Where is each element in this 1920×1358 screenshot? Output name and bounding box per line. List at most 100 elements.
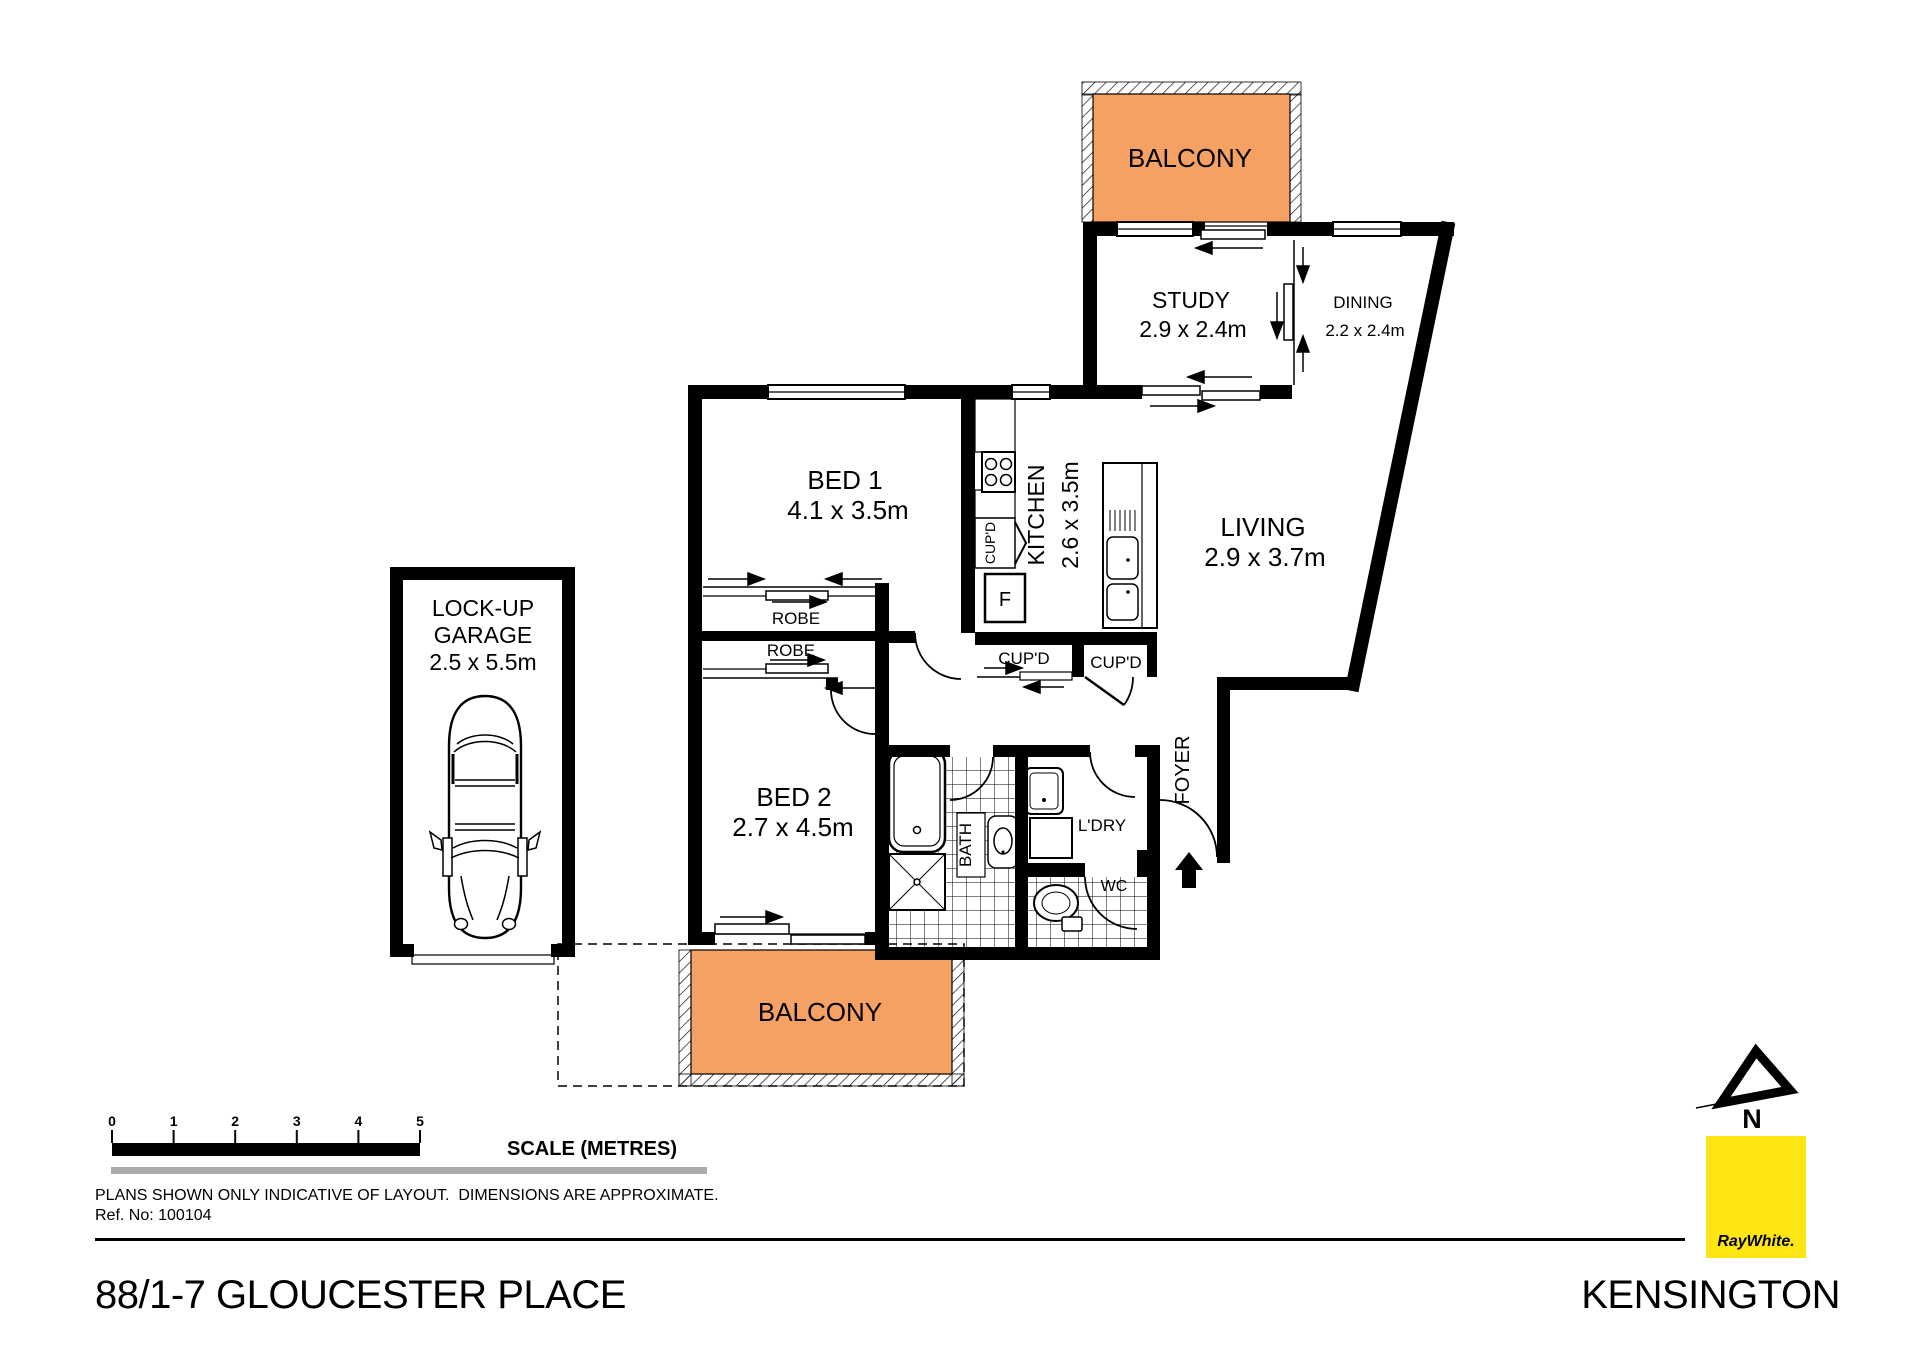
wall-segment [702,631,875,641]
fridge-box [983,572,1027,624]
door-arcs [830,632,1218,930]
bathtub-icon [887,748,947,854]
logo-yellow-square [1706,1136,1806,1258]
room-label-bath: BATH [956,823,975,867]
hatch-strip [678,1073,965,1087]
sliding-panel [1283,283,1294,341]
wall-segment [905,385,1012,399]
wall-segment [390,567,575,580]
arrow-down-icon [1269,292,1285,341]
sliding-panel [790,934,866,945]
wall-diagonal [1344,220,1456,693]
wall-segment [961,399,975,633]
disclaimer-text: PLANS SHOWN ONLY INDICATIVE OF LAYOUT. D… [95,1187,719,1204]
door-arc-bed1 [914,632,962,680]
room-dims-living: 2.9 x 3.7m [1204,542,1325,572]
wall-segment [875,947,1147,960]
wall-segment [390,944,414,957]
sliding-panel [765,663,829,674]
room-label-cupd2: CUP'D [1090,653,1141,672]
room-dims-kitchen: 2.6 x 3.5m [1057,461,1083,568]
property-suburb: KENSINGTON [1581,1273,1840,1317]
scale-tick-5: 5 [416,1113,424,1129]
room-label-wc: WC [1101,878,1128,895]
arrow-right-icon [984,660,1025,676]
stove-icon [974,398,1016,519]
balcony-top [1081,81,1302,223]
north-arrow-icon: N [1695,1043,1799,1134]
wall-segment [1147,645,1157,677]
room-label-kitchen: KITCHEN [1023,465,1049,566]
arrow-left-icon [1193,240,1263,256]
sliding-panel [1201,390,1261,401]
gray-divider-bar [111,1167,707,1174]
room-dims-dining: 2.2 x 2.4m [1325,321,1404,340]
room-labels: BALCONY STUDY 2.9 x 2.4m DINING 2.2 x 2.… [429,143,1404,1027]
hatch-strip [678,949,692,1087]
wall-segment [993,745,1090,757]
wall-segment [1222,677,1358,690]
room-label-cupd-kitchen: CUP'D [982,522,998,564]
scale-title: SCALE (METRES) [507,1138,677,1160]
wall-segment [390,567,403,957]
room-label-study: STUDY [1152,287,1230,313]
garage-dims: 2.5 x 5.5m [429,649,536,675]
shower-icon [888,853,946,911]
balcony-floor [690,949,953,1075]
door-arc-cupd2 [1084,675,1134,707]
door-arc-bed2 [830,689,876,735]
sliding-panel [1019,671,1073,681]
door-arc-entry [1159,799,1218,858]
wall-segment [889,745,950,757]
door-arc-laundry [1089,751,1136,798]
scale-bar-black [112,1143,420,1156]
bath-label: BATH [956,812,986,878]
sliding-panel [1200,229,1266,240]
window [767,384,906,400]
room-dims-bed1: 4.1 x 3.5m [787,495,908,525]
hatch-strip [1289,93,1302,223]
scale-bar: 0 1 2 3 4 5 SCALE (METRES) [108,1113,707,1174]
arrow-left-icon [823,680,878,696]
property-address: 88/1-7 GLOUCESTER PLACE [95,1273,626,1317]
wall-segment [1085,222,1117,236]
wall-segment [1083,222,1097,399]
hatch-strip [1081,93,1094,223]
balcony-floor [1092,93,1291,223]
washer-icon [1029,817,1073,859]
door-arc-bath [949,756,994,801]
wall-segment [1260,385,1292,399]
pantry-cupboard [974,517,1028,569]
arrow-left-icon [823,571,882,587]
wall-segment [551,944,575,957]
window [1011,384,1051,400]
walls [688,220,1456,960]
window [1116,221,1194,237]
wall-segment [1137,863,1147,877]
wall-segment [1072,645,1084,677]
sliding-doors [411,225,1295,965]
wall-segment [875,583,889,947]
scale-tick-4: 4 [355,1113,363,1129]
room-label-balcony-top: BALCONY [1128,143,1252,173]
wall-segment [1135,745,1147,757]
ref-number: Ref. No: 100104 [95,1207,212,1224]
footer-rule [95,1238,1685,1241]
room-label-laundry: L'DRY [1078,816,1126,835]
entry-arrow-icon [1175,852,1203,888]
garage [390,567,575,957]
room-label-bed2: BED 2 [756,782,831,812]
ray-white-logo: RayWhite. [1706,1136,1806,1258]
wall-segment [688,385,768,399]
arrow-right-icon [772,594,829,610]
wall-segment [1267,222,1333,236]
vanity-basin-icon [987,815,1019,869]
wall-segment [1097,385,1142,399]
slide-arrows [708,240,1311,925]
wall-segment [1217,677,1230,863]
balcony-bottom [557,943,965,1087]
garage-label-2: GARAGE [434,622,532,648]
room-dims-study: 2.9 x 2.4m [1139,316,1246,342]
fold-door-icon [1014,521,1028,565]
